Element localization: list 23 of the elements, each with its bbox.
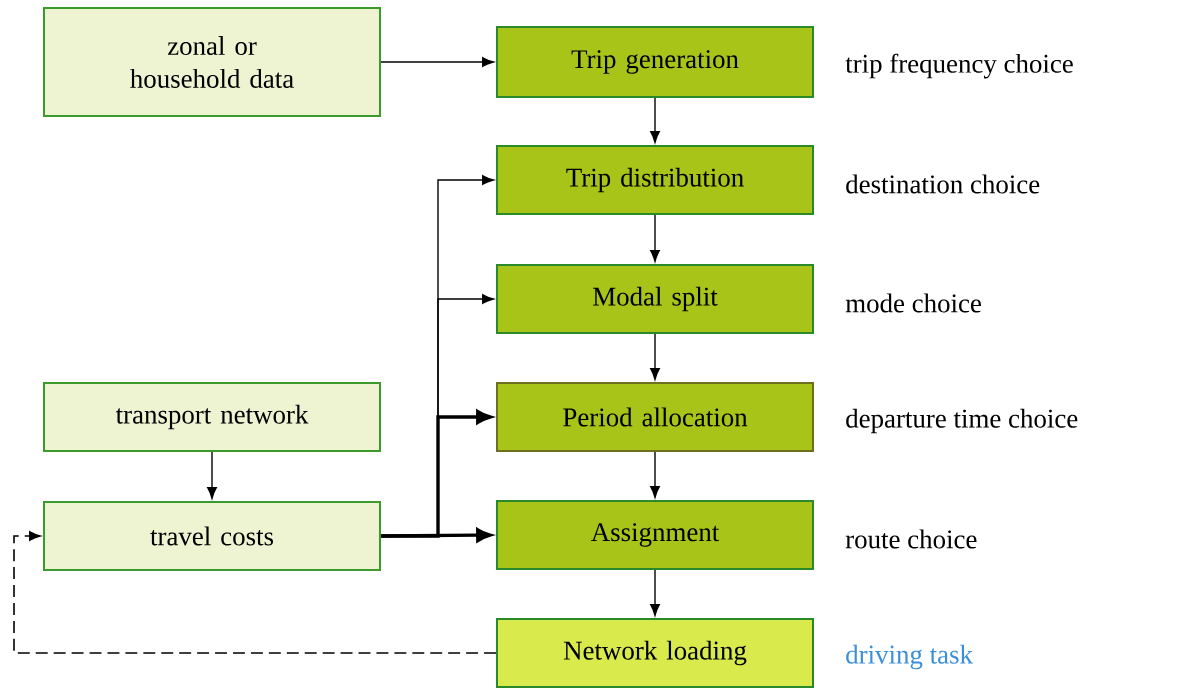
- arrow: [13, 531, 497, 654]
- choice-label: destination choice: [846, 174, 1040, 194]
- choice-label: route choice: [845, 529, 977, 549]
- input-box: transport network: [43, 382, 381, 452]
- process-box: Assignment: [496, 500, 814, 570]
- process-box: Period allocation: [496, 382, 814, 452]
- choice-label: trip frequency choice: [845, 53, 1073, 79]
- process-box: Modal split: [496, 264, 814, 334]
- arrow: [380, 57, 494, 67]
- arrow: [650, 333, 660, 380]
- arrow: [207, 451, 217, 499]
- arrow: [650, 97, 660, 143]
- arrow: [650, 451, 660, 498]
- choice-label: departure time choice: [846, 408, 1078, 434]
- process-box: Network loading: [496, 618, 814, 688]
- choice-label: driving task: [846, 644, 973, 670]
- arrow: [650, 569, 660, 616]
- input-box: travel costs: [43, 501, 381, 571]
- arrow: [650, 214, 660, 262]
- input-box: zonal or household data: [43, 7, 381, 117]
- choice-label: mode choice: [845, 293, 981, 313]
- process-box: Trip generation: [496, 26, 814, 98]
- process-box: Trip distribution: [496, 145, 814, 215]
